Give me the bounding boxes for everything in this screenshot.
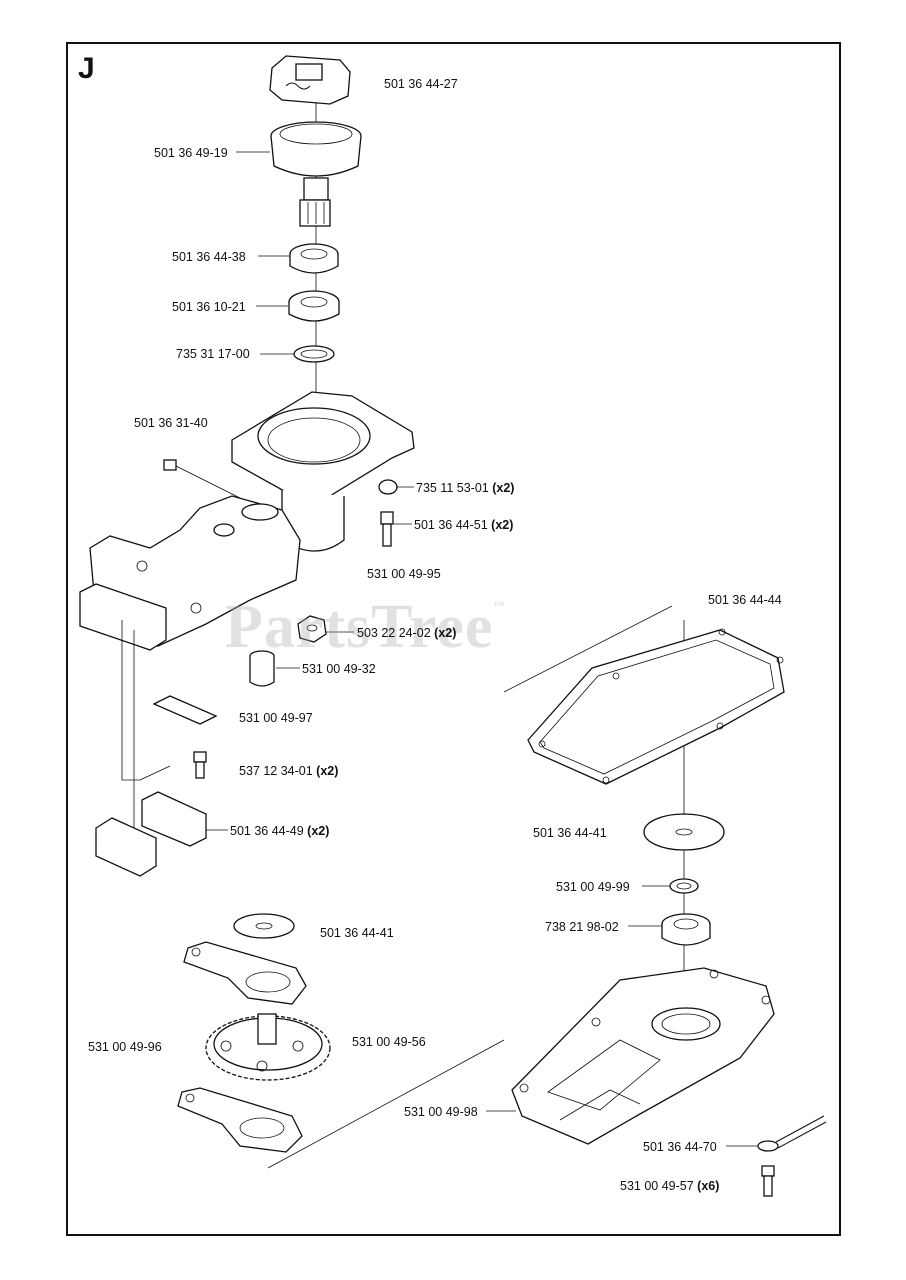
part-number: 531 00 49-96 bbox=[88, 1040, 162, 1054]
part-number: 531 00 49-56 bbox=[352, 1035, 426, 1049]
part-number: 501 36 44-41 bbox=[533, 826, 607, 840]
part-number: 735 11 53-01 bbox=[416, 481, 489, 495]
part-number: 501 36 49-19 bbox=[154, 146, 228, 160]
nut-shape bbox=[297, 615, 327, 643]
part-label: 531 00 49-32 bbox=[302, 662, 376, 676]
part-label: 501 36 44-70 bbox=[643, 1140, 717, 1154]
part-label: 501 36 10-21 bbox=[172, 300, 246, 314]
clutch-drum-shape bbox=[270, 121, 362, 227]
needle-bearing-shape bbox=[289, 243, 339, 274]
leader-lines bbox=[206, 151, 758, 1147]
part-qty: (x2) bbox=[491, 518, 514, 532]
part-number: 501 36 31-40 bbox=[134, 416, 208, 430]
part-number: 537 12 34-01 bbox=[239, 764, 313, 778]
bushing-shape bbox=[249, 650, 275, 687]
part-qty: (x6) bbox=[697, 1179, 720, 1193]
part-number: 501 36 44-41 bbox=[320, 926, 394, 940]
part-label: 531 00 49-97 bbox=[239, 711, 313, 725]
part-qty: (x2) bbox=[316, 764, 339, 778]
part-number: 738 21 98-02 bbox=[545, 920, 619, 934]
watermark-text: PartsTree bbox=[225, 593, 494, 661]
small-screw-shape bbox=[193, 751, 207, 779]
diagram-frame bbox=[66, 42, 841, 1236]
washer-shape bbox=[233, 913, 295, 939]
part-number: 501 36 44-27 bbox=[384, 77, 458, 91]
part-number: 501 36 44-51 bbox=[414, 518, 488, 532]
part-qty: (x2) bbox=[307, 824, 330, 838]
part-label: 503 22 24-02 (x2) bbox=[357, 626, 456, 640]
small-washer-shape bbox=[669, 878, 699, 894]
part-label: 531 00 49-56 bbox=[352, 1035, 426, 1049]
part-label: 501 36 49-19 bbox=[154, 146, 228, 160]
part-label: 735 31 17-00 bbox=[176, 347, 250, 361]
crank-arm-lower-shape bbox=[177, 1087, 303, 1153]
part-label: 738 21 98-02 bbox=[545, 920, 619, 934]
divider-line-upper bbox=[503, 605, 673, 693]
part-label: 501 36 44-41 bbox=[533, 826, 607, 840]
cover-shape bbox=[511, 967, 775, 1145]
pin-shape bbox=[757, 1115, 827, 1152]
watermark-trademark: ™ bbox=[493, 600, 506, 612]
part-label: 531 00 49-99 bbox=[556, 880, 630, 894]
part-number: 531 00 49-99 bbox=[556, 880, 630, 894]
gear-shape bbox=[205, 1013, 331, 1081]
part-label: 531 00 49-96 bbox=[88, 1040, 162, 1054]
crank-arm-shape bbox=[183, 941, 307, 1005]
rubber-block-shape bbox=[95, 791, 207, 877]
part-label: 531 00 49-57 (x6) bbox=[620, 1179, 719, 1193]
part-number: 503 22 24-02 bbox=[357, 626, 431, 640]
part-label: 501 36 44-51 (x2) bbox=[414, 518, 513, 532]
part-label: 501 36 44-44 bbox=[708, 593, 782, 607]
part-label: 501 36 31-40 bbox=[134, 416, 208, 430]
part-number: 501 36 10-21 bbox=[172, 300, 246, 314]
part-label: 501 36 44-49 (x2) bbox=[230, 824, 329, 838]
part-number: 531 00 49-95 bbox=[367, 567, 441, 581]
plate-shape bbox=[152, 695, 218, 725]
part-label: 537 12 34-01 (x2) bbox=[239, 764, 338, 778]
disc-washer-shape bbox=[643, 813, 725, 851]
part-number: 735 31 17-00 bbox=[176, 347, 250, 361]
part-number: 501 36 44-38 bbox=[172, 250, 246, 264]
watermark: PartsTree™ bbox=[225, 592, 505, 663]
ball-bearing-shape bbox=[288, 290, 340, 322]
cover-screw-shape bbox=[761, 1165, 775, 1197]
part-qty: (x2) bbox=[434, 626, 457, 640]
gasket-shape bbox=[527, 628, 785, 785]
clip-shape bbox=[378, 479, 398, 495]
bolt-shape bbox=[380, 511, 394, 547]
part-qty: (x2) bbox=[492, 481, 515, 495]
divider-line-lower bbox=[267, 1039, 505, 1169]
part-number: 501 36 44-49 bbox=[230, 824, 304, 838]
part-number: 501 36 44-70 bbox=[643, 1140, 717, 1154]
gear-housing-shape bbox=[79, 391, 415, 651]
section-letter: J bbox=[78, 52, 95, 85]
part-label: 735 11 53-01 (x2) bbox=[416, 481, 514, 495]
part-number: 531 00 49-57 bbox=[620, 1179, 694, 1193]
clutch-shape bbox=[269, 55, 351, 105]
part-label: 531 00 49-95 bbox=[367, 567, 441, 581]
screw-shape bbox=[163, 459, 241, 499]
part-number: 501 36 44-44 bbox=[708, 593, 782, 607]
part-label: 501 36 44-41 bbox=[320, 926, 394, 940]
guide-line-3 bbox=[139, 765, 171, 781]
circlip-shape bbox=[293, 345, 335, 363]
part-label: 501 36 44-27 bbox=[384, 77, 458, 91]
part-number: 531 00 49-97 bbox=[239, 711, 313, 725]
lower-bearing-shape bbox=[661, 913, 711, 946]
part-number: 531 00 49-32 bbox=[302, 662, 376, 676]
part-label: 531 00 49-98 bbox=[404, 1105, 478, 1119]
part-label: 501 36 44-38 bbox=[172, 250, 246, 264]
part-number: 531 00 49-98 bbox=[404, 1105, 478, 1119]
